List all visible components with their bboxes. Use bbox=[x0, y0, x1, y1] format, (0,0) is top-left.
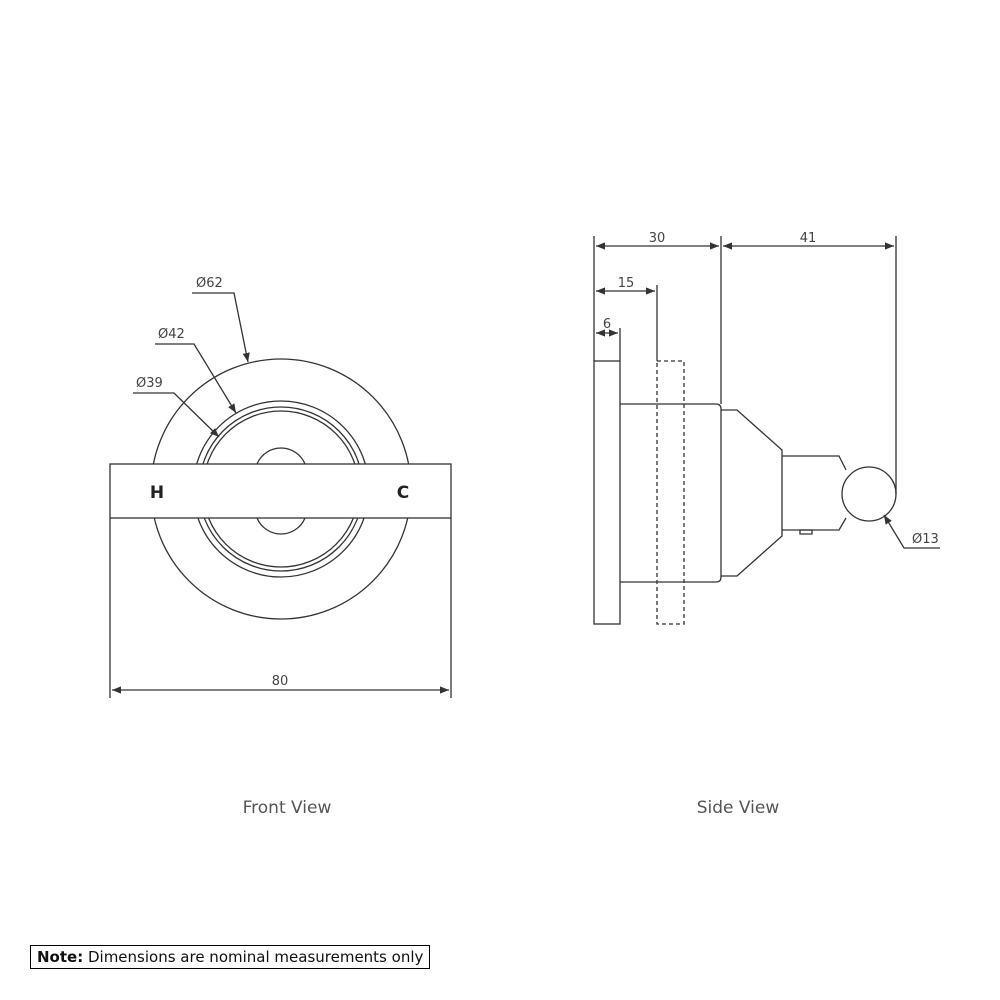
dim-outer-diameter-label: Ø62 bbox=[196, 276, 223, 291]
handle-knob bbox=[841, 466, 897, 522]
side-view-caption: Side View bbox=[697, 798, 780, 818]
dim-handle-diameter-label: Ø13 bbox=[912, 532, 939, 547]
hub-top-arc bbox=[256, 447, 306, 465]
note-box: Note: Dimensions are nominal measurement… bbox=[30, 945, 431, 969]
dim-ring-diameter-label: Ø42 bbox=[158, 327, 185, 342]
cold-label: C bbox=[397, 483, 409, 503]
side-view bbox=[593, 236, 940, 625]
dim-flange-label: 6 bbox=[603, 317, 611, 332]
dim-inner-diameter-label: Ø39 bbox=[136, 376, 163, 391]
leader-inner-diameter bbox=[133, 392, 220, 438]
leader-handle-diameter bbox=[883, 514, 940, 549]
dim-depth-label: 30 bbox=[649, 231, 666, 246]
dim-projection-label: 41 bbox=[800, 231, 817, 246]
wall-cavity-dashed bbox=[656, 360, 685, 625]
note-label: Note: bbox=[37, 948, 84, 966]
hub-bottom-arc bbox=[256, 517, 306, 535]
body-taper bbox=[721, 409, 783, 577]
leader-ring-diameter bbox=[155, 343, 237, 414]
front-view bbox=[109, 292, 452, 698]
front-view-caption: Front View bbox=[243, 798, 332, 818]
body-cylinder bbox=[620, 403, 722, 583]
dim-wall-plate-label: 15 bbox=[618, 276, 635, 291]
spindle bbox=[782, 455, 847, 531]
note-text: Dimensions are nominal measurements only bbox=[83, 948, 424, 966]
dim-width-label: 80 bbox=[272, 674, 289, 689]
spindle-pin bbox=[799, 529, 813, 535]
hot-label: H bbox=[150, 483, 164, 503]
lever-handle bbox=[109, 463, 452, 519]
leader-outer-diameter bbox=[192, 292, 250, 363]
wall-flange bbox=[593, 360, 621, 625]
